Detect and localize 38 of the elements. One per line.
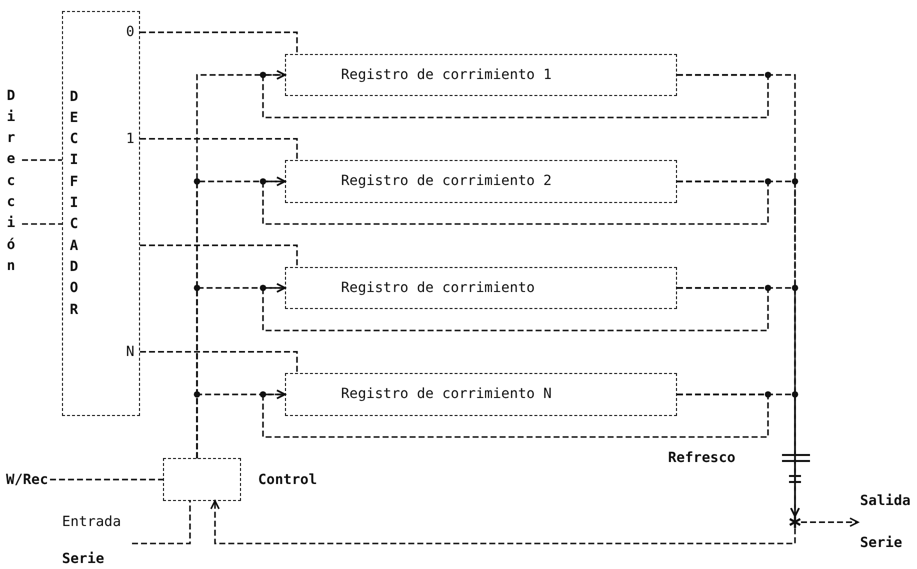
connector [801,517,859,527]
connector [50,478,163,480]
connector [262,283,769,332]
connector [262,70,769,118]
connector [262,390,769,438]
connector [677,394,800,517]
register-label: Registro de corrimiento N [341,385,552,404]
register-label: Registro de corrimiento 2 [341,172,552,190]
register-label: Registro de corrimiento 1 [341,66,552,84]
vertical-label: Dirección [6,86,16,276]
input-label: Entrada [62,513,122,531]
register-label: Registro de corrimiento [341,278,535,297]
label-text: 0 [126,23,134,42]
label-text: N [126,342,134,361]
label-text: 1 [126,130,134,148]
connector [210,500,796,544]
register-box [285,266,677,310]
register-box [285,160,677,203]
connector [262,176,769,225]
register-box [285,54,677,96]
decoder-box [62,11,140,416]
junction-star-icon [789,516,801,528]
output-label: Salida [860,492,911,510]
connector [22,159,62,161]
connector [22,223,62,225]
connector [140,351,298,374]
connector [132,500,191,544]
label-text: Refresco [668,449,736,468]
connector [140,244,298,267]
vertical-label: DECIFICADOR [68,88,80,320]
connector [140,138,298,160]
input-label: W/Rec [6,470,48,489]
input-label: Serie [62,550,104,568]
control-label: Control [258,470,318,489]
connector [140,32,298,54]
register-box [285,373,677,416]
control-box [163,458,241,501]
output-label: Serie [860,534,902,552]
